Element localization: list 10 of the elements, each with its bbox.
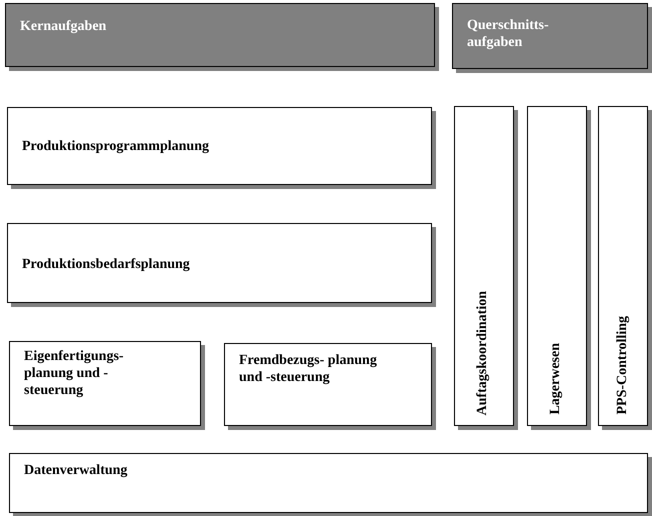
task-label: PPS-Controlling — [615, 316, 631, 415]
task-label: Auftagskoordination — [475, 290, 491, 415]
header-label: Kernaufgaben — [20, 19, 108, 36]
header-label: Querschnitts- aufgaben — [467, 18, 550, 52]
task-label: Datenverwaltung — [24, 463, 128, 480]
task-label: Produktionsbedarfsplanung — [22, 257, 191, 274]
task-label: Fremdbezugs- planung und -steuerung — [239, 353, 378, 387]
task-label: Lagerwesen — [548, 343, 564, 415]
task-label: Produktionsprogrammplanung — [22, 139, 210, 156]
task-label: Eigenfertigungs- planung und -steuerung — [24, 349, 125, 400]
